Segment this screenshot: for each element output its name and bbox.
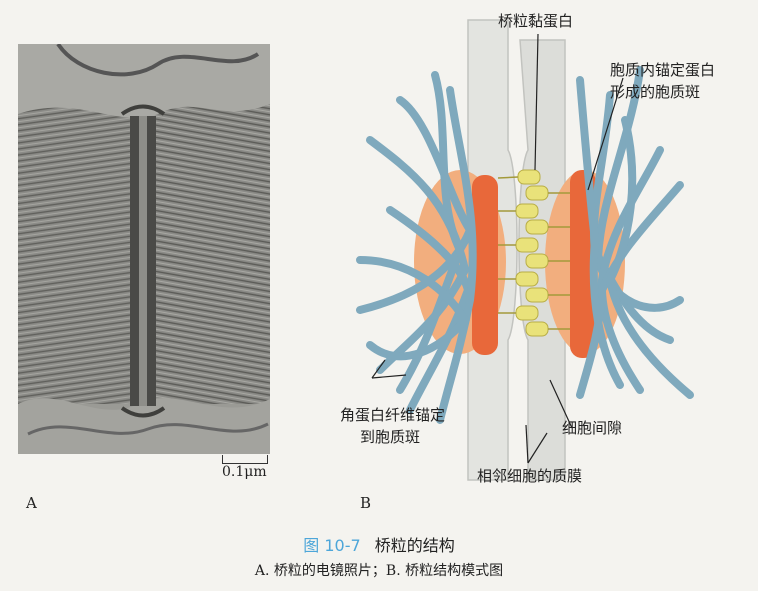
label-keratin-line1: 角蛋白纤维锚定: [340, 406, 446, 424]
scale-bar: [222, 455, 268, 464]
left-plaque-inner: [472, 175, 498, 355]
figure-number: 图 10-7: [303, 536, 361, 555]
scale-label: 0.1μm: [222, 464, 267, 480]
desmosome-schematic: [356, 19, 694, 481]
electron-micrograph: [18, 44, 270, 454]
panel-a-label: A: [26, 494, 37, 512]
figure-caption: 图 10-7 桥粒的结构: [0, 532, 758, 556]
panel-b-label: B: [360, 494, 372, 512]
micrograph-image: [18, 44, 270, 454]
leader-lines: [371, 33, 624, 464]
figure-title: 桥粒的结构: [374, 536, 455, 555]
figure-subtitle: A. 桥粒的电镜照片；B. 桥粒结构模式图: [254, 563, 504, 579]
label-adjacent-membrane: 相邻细胞的质膜: [477, 467, 583, 485]
desmosome-diagram: 桥粒黏蛋白 胞质内锚定蛋白 形成的胞质斑 角蛋白纤维锚定 到胞质斑 细胞间隙 相…: [340, 0, 758, 490]
label-keratin-line2: 到胞质斑: [360, 428, 421, 446]
label-desmoglein: 桥粒黏蛋白: [498, 12, 574, 30]
keratin-filaments: [356, 66, 694, 424]
label-intercellular-space: 细胞间隙: [562, 419, 623, 437]
label-plaque-line1: 胞质内锚定蛋白: [610, 61, 716, 79]
cadherin-links: [497, 176, 570, 330]
label-plaque-line2: 形成的胞质斑: [610, 83, 701, 101]
